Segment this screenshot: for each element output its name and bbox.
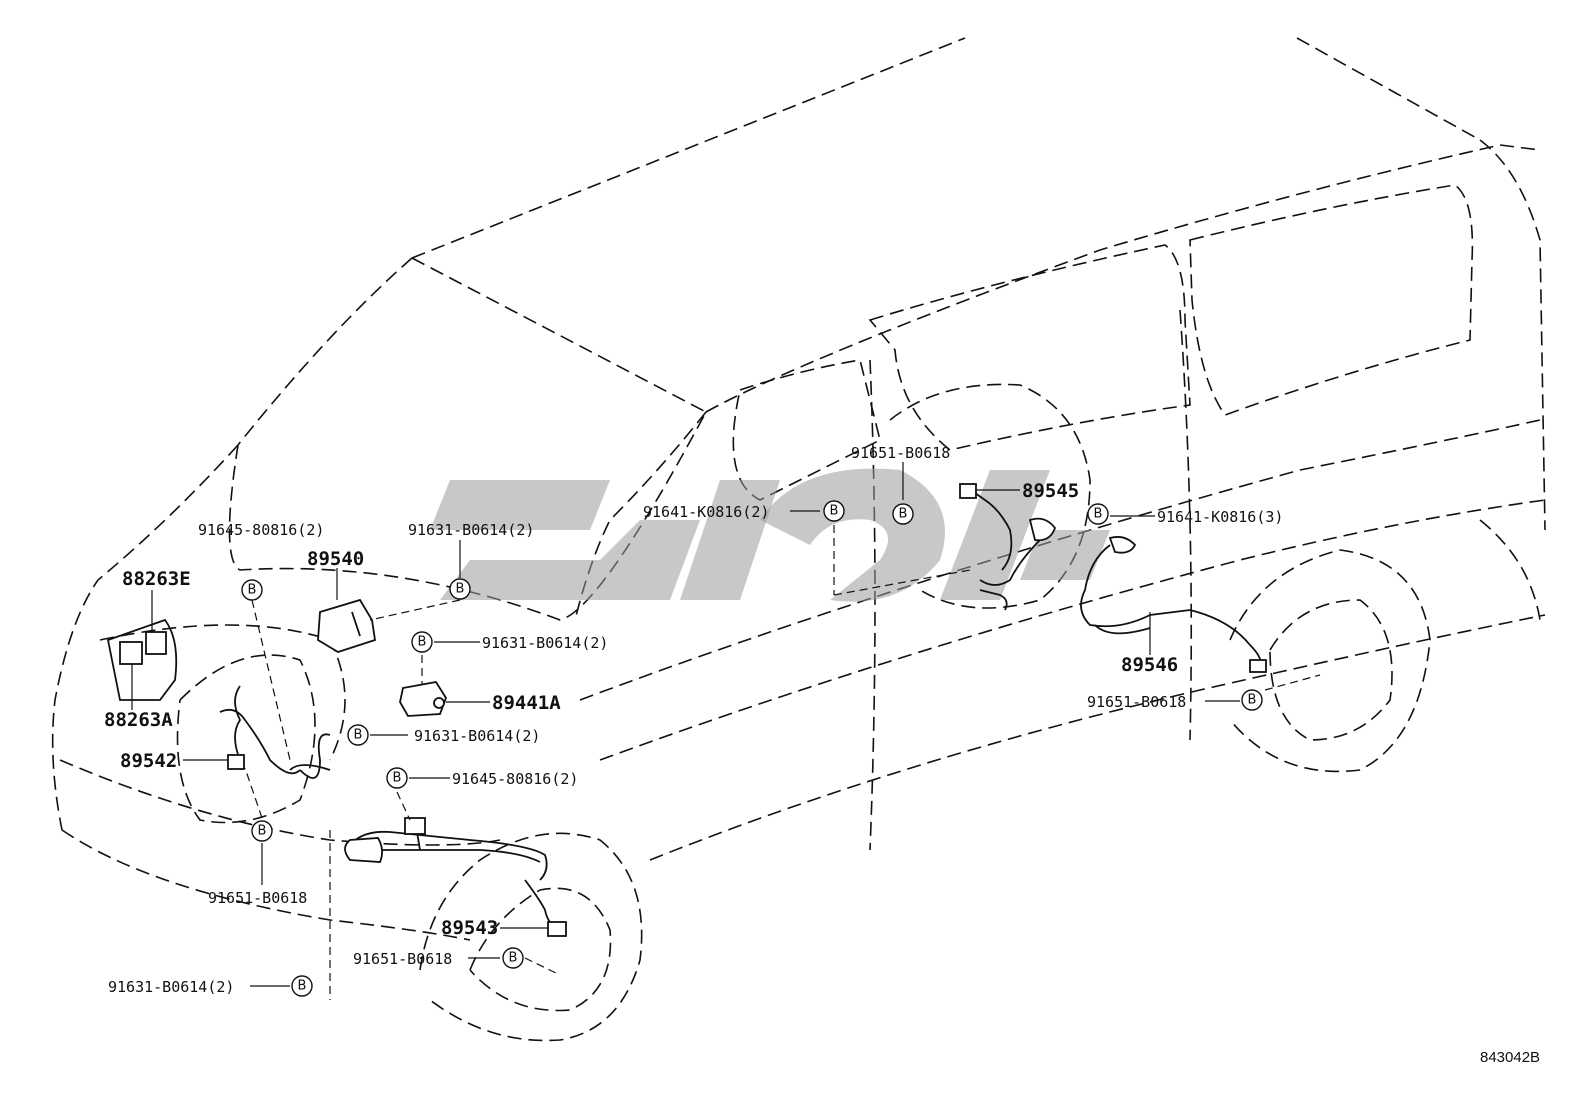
- front-speed-sensor-89542: [219, 685, 331, 779]
- abs-computer-89540: [317, 598, 377, 653]
- code-91631-top: 91631-B0614(2): [408, 521, 534, 539]
- bolt-icon: B: [823, 500, 845, 522]
- code-91645-top: 91645-80816(2): [198, 521, 324, 539]
- svg-text:B: B: [248, 583, 257, 598]
- svg-text:B: B: [354, 728, 363, 743]
- svg-text:B: B: [418, 635, 427, 650]
- svg-text:B: B: [1094, 507, 1103, 522]
- label-88263E: 88263E: [122, 568, 191, 590]
- label-89546: 89546: [1121, 654, 1178, 676]
- sensor-89441A: [399, 681, 447, 717]
- bolt-icon: B: [411, 631, 433, 653]
- code-labels: 91645-80816(2) 91631-B0614(2) 91631-B061…: [108, 444, 1283, 996]
- front-speed-sensor-89543: [344, 817, 567, 937]
- code-91651-rear-top: 91651-B0618: [851, 444, 950, 462]
- svg-text:B: B: [509, 951, 518, 966]
- label-89543: 89543: [441, 917, 498, 939]
- label-88263A: 88263A: [104, 709, 173, 731]
- label-89540: 89540: [307, 548, 364, 570]
- bolt-icon: B: [251, 820, 273, 842]
- bolt-icon: B: [502, 947, 524, 969]
- bolt-icon: B: [241, 579, 263, 601]
- svg-text:B: B: [258, 824, 267, 839]
- leader-lines: [131, 462, 1321, 1000]
- svg-text:B: B: [298, 979, 307, 994]
- svg-text:B: B: [393, 771, 402, 786]
- label-89441A: 89441A: [492, 692, 561, 714]
- bolt-icon: B: [892, 503, 914, 525]
- rear-speed-sensor-89546: [1080, 536, 1267, 673]
- watermark-logo: [430, 468, 1110, 602]
- bolt-icon: B: [1241, 689, 1263, 711]
- svg-text:B: B: [456, 582, 465, 597]
- code-91651-front: 91651-B0618: [208, 889, 307, 907]
- code-91631-lower: 91631-B0614(2): [414, 727, 540, 745]
- bolt-symbols: B B B B B B B B B B B B: [241, 500, 1263, 997]
- code-91641-right: 91641-K0816(3): [1157, 508, 1283, 526]
- code-91631-bottom: 91631-B0614(2): [108, 978, 234, 996]
- code-91651-wheel: 91651-B0618: [353, 950, 452, 968]
- code-91651-rear-bottom: 91651-B0618: [1087, 693, 1186, 711]
- bolt-icon: B: [347, 724, 369, 746]
- part-labels: 88263E 88263A 89540 89441A 89542 89543 8…: [104, 480, 1178, 939]
- code-91645-mid: 91645-80816(2): [452, 770, 578, 788]
- svg-text:B: B: [1248, 693, 1257, 708]
- bolt-icon: B: [386, 767, 408, 789]
- rear-speed-sensor-89545: [959, 483, 1057, 611]
- diagram-reference: 843042B: [1480, 1049, 1540, 1066]
- svg-text:B: B: [830, 504, 839, 519]
- code-91631-mid: 91631-B0614(2): [482, 634, 608, 652]
- bolt-icon: B: [291, 975, 313, 997]
- svg-text:B: B: [899, 507, 908, 522]
- label-89545: 89545: [1022, 480, 1079, 502]
- label-89542: 89542: [120, 750, 177, 772]
- code-91641-left: 91641-K0816(2): [643, 503, 769, 521]
- bolt-icon: B: [1087, 503, 1109, 525]
- bolt-icon: B: [449, 578, 471, 600]
- relay-bracket-88263: [106, 618, 178, 701]
